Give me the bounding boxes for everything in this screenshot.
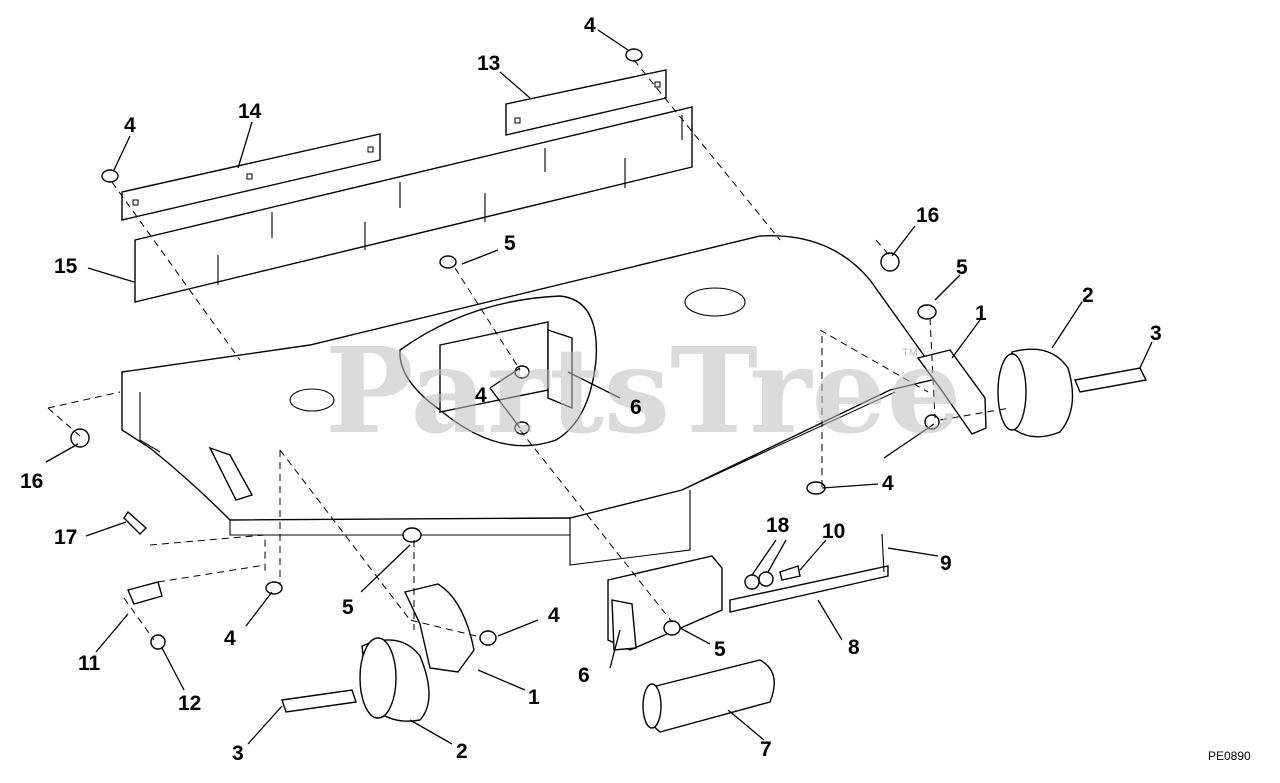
callout-15: 15 [54, 255, 78, 278]
baffle-15 [134, 106, 693, 303]
callout-16: 16 [916, 204, 939, 227]
callout-5: 5 [956, 256, 968, 279]
callout-1: 1 [975, 302, 987, 325]
callout-4: 4 [224, 627, 236, 650]
callout-4: 4 [124, 114, 136, 137]
callout-2: 2 [1082, 284, 1094, 307]
assembly-lines [47, 59, 1011, 641]
bracket-6-center [399, 295, 598, 447]
strip-13 [505, 69, 667, 136]
callout-7: 7 [760, 738, 772, 761]
callout-4: 4 [584, 14, 596, 37]
callout-2: 2 [456, 740, 468, 763]
callout-16: 16 [20, 470, 43, 493]
callout-4: 4 [548, 604, 560, 627]
callout-10: 10 [822, 520, 845, 543]
callout-labels: 4 13 14 4 15 5 16 5 1 2 3 4 6 4 16 17 18… [20, 14, 1162, 765]
leader-lines [45, 29, 1153, 745]
callout-14: 14 [238, 100, 262, 123]
callout-6: 6 [630, 396, 642, 419]
callout-5: 5 [342, 596, 354, 619]
hardware [70, 48, 940, 650]
callout-6: 6 [578, 664, 590, 687]
callout-18: 18 [766, 514, 790, 537]
callout-3: 3 [1150, 322, 1162, 345]
callout-9: 9 [940, 552, 952, 575]
callout-17: 17 [54, 526, 77, 549]
callout-3: 3 [232, 742, 244, 765]
callout-12: 12 [178, 692, 201, 715]
watermark-trademark: TM [902, 347, 918, 359]
strip-14 [121, 133, 381, 221]
gauge-wheel-right [916, 348, 1148, 438]
callout-4: 4 [475, 384, 487, 407]
callout-1: 1 [528, 686, 540, 709]
roller-assembly [607, 555, 889, 733]
callout-8: 8 [848, 636, 860, 659]
callout-5: 5 [714, 638, 726, 661]
callout-4: 4 [882, 472, 894, 495]
drawing-code: PE0890 [1208, 749, 1251, 763]
gauge-wheel-left [281, 583, 475, 722]
watermark: PartsTree TM [325, 321, 962, 460]
callout-13: 13 [477, 52, 500, 75]
callout-5: 5 [504, 232, 516, 255]
watermark-text: PartsTree [325, 321, 962, 460]
callout-11: 11 [78, 652, 101, 675]
